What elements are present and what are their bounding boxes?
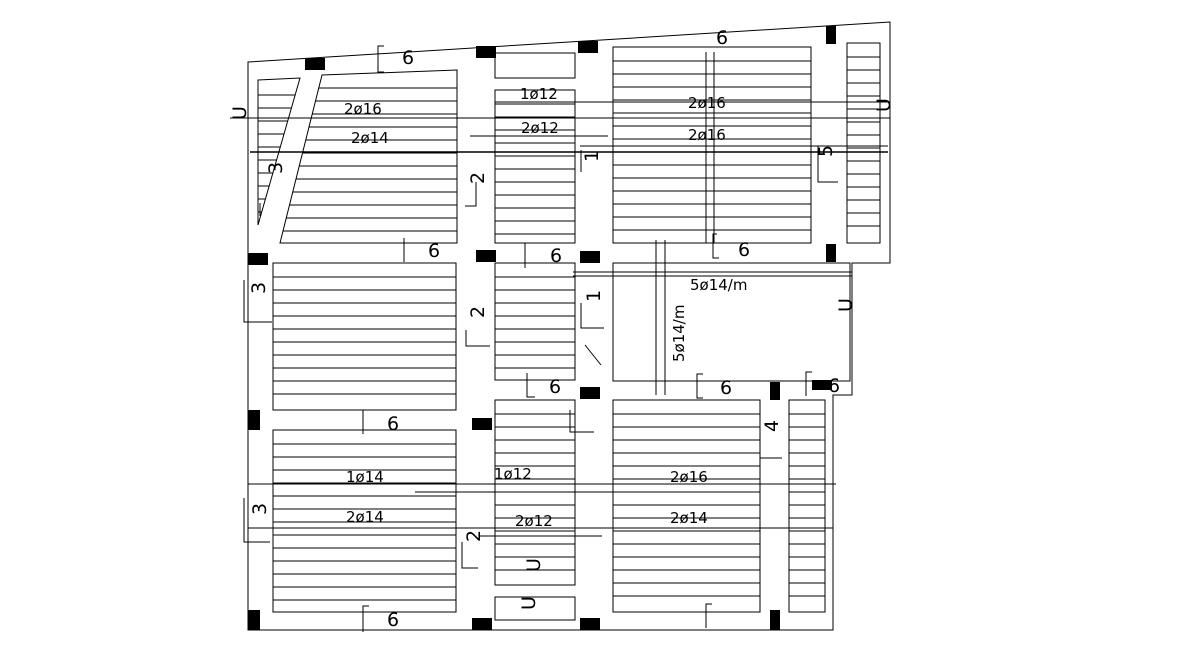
rebar-labels: 2ø16 2ø14 1ø12 2ø12 2ø16 2ø16 5ø14/m 5ø1… xyxy=(344,85,747,530)
slab-panel xyxy=(494,52,576,79)
section-mark: 4 xyxy=(761,420,783,432)
slab-panel xyxy=(279,69,458,244)
section-mark: 6 xyxy=(716,27,728,49)
column xyxy=(580,251,600,263)
section-mark: U xyxy=(835,298,857,312)
slab-panel xyxy=(494,262,576,381)
column xyxy=(248,610,260,630)
rebar-label: 2ø16 xyxy=(344,100,382,118)
rebar-label: 2ø16 xyxy=(688,94,726,112)
slab-panel xyxy=(612,262,851,382)
section-mark: U xyxy=(523,558,545,572)
column xyxy=(476,46,496,58)
section-mark: 1 xyxy=(581,150,603,162)
rebar-label: 2ø14 xyxy=(346,508,384,526)
rebar-label: 2ø12 xyxy=(521,119,559,137)
rebar-label: 1ø12 xyxy=(494,465,532,483)
column xyxy=(826,244,836,262)
column xyxy=(248,253,268,265)
section-mark: 6 xyxy=(828,375,840,397)
section-mark: 6 xyxy=(402,47,414,69)
rebar-label: 2ø14 xyxy=(351,129,389,147)
columns xyxy=(248,26,836,630)
section-mark: 2 xyxy=(467,306,489,318)
column xyxy=(578,41,598,53)
column xyxy=(580,387,600,399)
section-mark: 3 xyxy=(248,282,270,294)
section-mark: 2 xyxy=(467,172,489,184)
rebar-label: 2ø14 xyxy=(670,509,708,527)
section-mark: 1 xyxy=(583,290,605,302)
rebar-label: 2ø12 xyxy=(515,512,553,530)
rebar-label: 2ø16 xyxy=(688,126,726,144)
column xyxy=(472,418,492,430)
section-mark: 6 xyxy=(550,245,562,267)
section-mark: U xyxy=(873,98,895,112)
column xyxy=(248,410,260,430)
section-mark: 5 xyxy=(815,145,837,157)
section-mark: 6 xyxy=(387,413,399,435)
slab-panel xyxy=(612,46,812,244)
section-mark: 6 xyxy=(738,239,750,261)
section-marks: 6 6 6 6 6 6 6 6 6 6 2 2 2 1 1 3 3 3 5 4 … xyxy=(229,27,895,631)
section-mark: U xyxy=(229,106,251,120)
rebar-lines xyxy=(230,52,890,537)
rebar-label: 1ø12 xyxy=(520,85,558,103)
rebar-label: 1ø14 xyxy=(346,468,384,486)
rebar-label: 2ø16 xyxy=(670,468,708,486)
slab-panel xyxy=(272,429,457,613)
section-mark: 6 xyxy=(549,376,561,398)
section-mark: 2 xyxy=(463,530,485,542)
section-brackets xyxy=(243,45,838,632)
column xyxy=(812,380,832,390)
section-mark: 6 xyxy=(720,377,732,399)
column xyxy=(770,382,780,400)
slab-panel xyxy=(494,89,576,244)
section-mark: 6 xyxy=(387,609,399,631)
slab-panel xyxy=(494,596,576,621)
slab-panel xyxy=(612,399,761,613)
rebar-label: 5ø14/m xyxy=(690,276,747,294)
section-mark: 6 xyxy=(428,240,440,262)
section-mark: 3 xyxy=(249,503,271,515)
column xyxy=(826,26,836,44)
slab-panel xyxy=(272,262,457,411)
slab-panel xyxy=(788,399,826,613)
section-mark: U xyxy=(518,596,540,610)
rebar-label: 5ø14/m xyxy=(670,305,688,362)
column xyxy=(305,58,325,70)
column xyxy=(472,618,492,630)
column xyxy=(476,250,496,262)
section-mark: 3 xyxy=(265,162,287,174)
column xyxy=(770,610,780,630)
column xyxy=(580,618,600,630)
slab-panel xyxy=(846,42,881,244)
